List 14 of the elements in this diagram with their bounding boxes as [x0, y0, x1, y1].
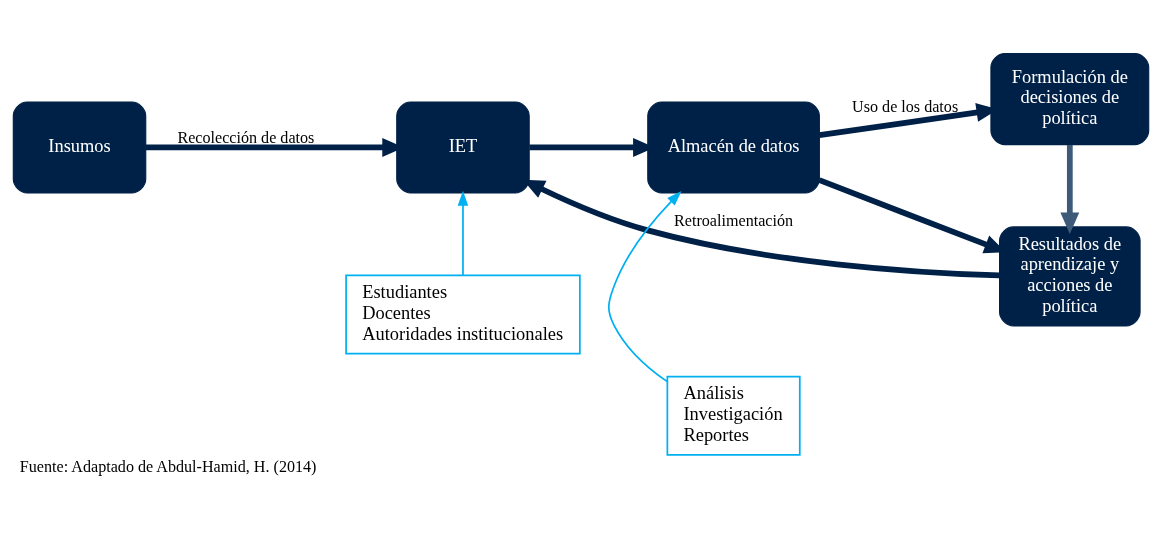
node-box: Análisis Investigación Reportes — [666, 375, 801, 456]
arrow — [1060, 145, 1080, 235]
node-box: IET — [396, 101, 530, 194]
node-box: Insumos — [12, 101, 147, 194]
node-box: Almacén de datos — [647, 101, 820, 194]
node-box: Estudiantes Docentes Autoridades institucionales — [345, 274, 581, 355]
edge-label: Recolección de datos — [177, 129, 315, 147]
edge-label: Retroalimentación — [674, 211, 794, 229]
arrow — [607, 191, 682, 383]
caption: Fuente: Adaptado de Abdul-Hamid, H. (2014) — [19, 458, 317, 476]
edge-label: Uso de los datos — [852, 97, 959, 115]
arrow — [457, 190, 469, 276]
node-box: Formulación de decisiones de política — [990, 53, 1150, 146]
node-box: Resultados de aprendizaje y acciones de política — [999, 226, 1141, 327]
